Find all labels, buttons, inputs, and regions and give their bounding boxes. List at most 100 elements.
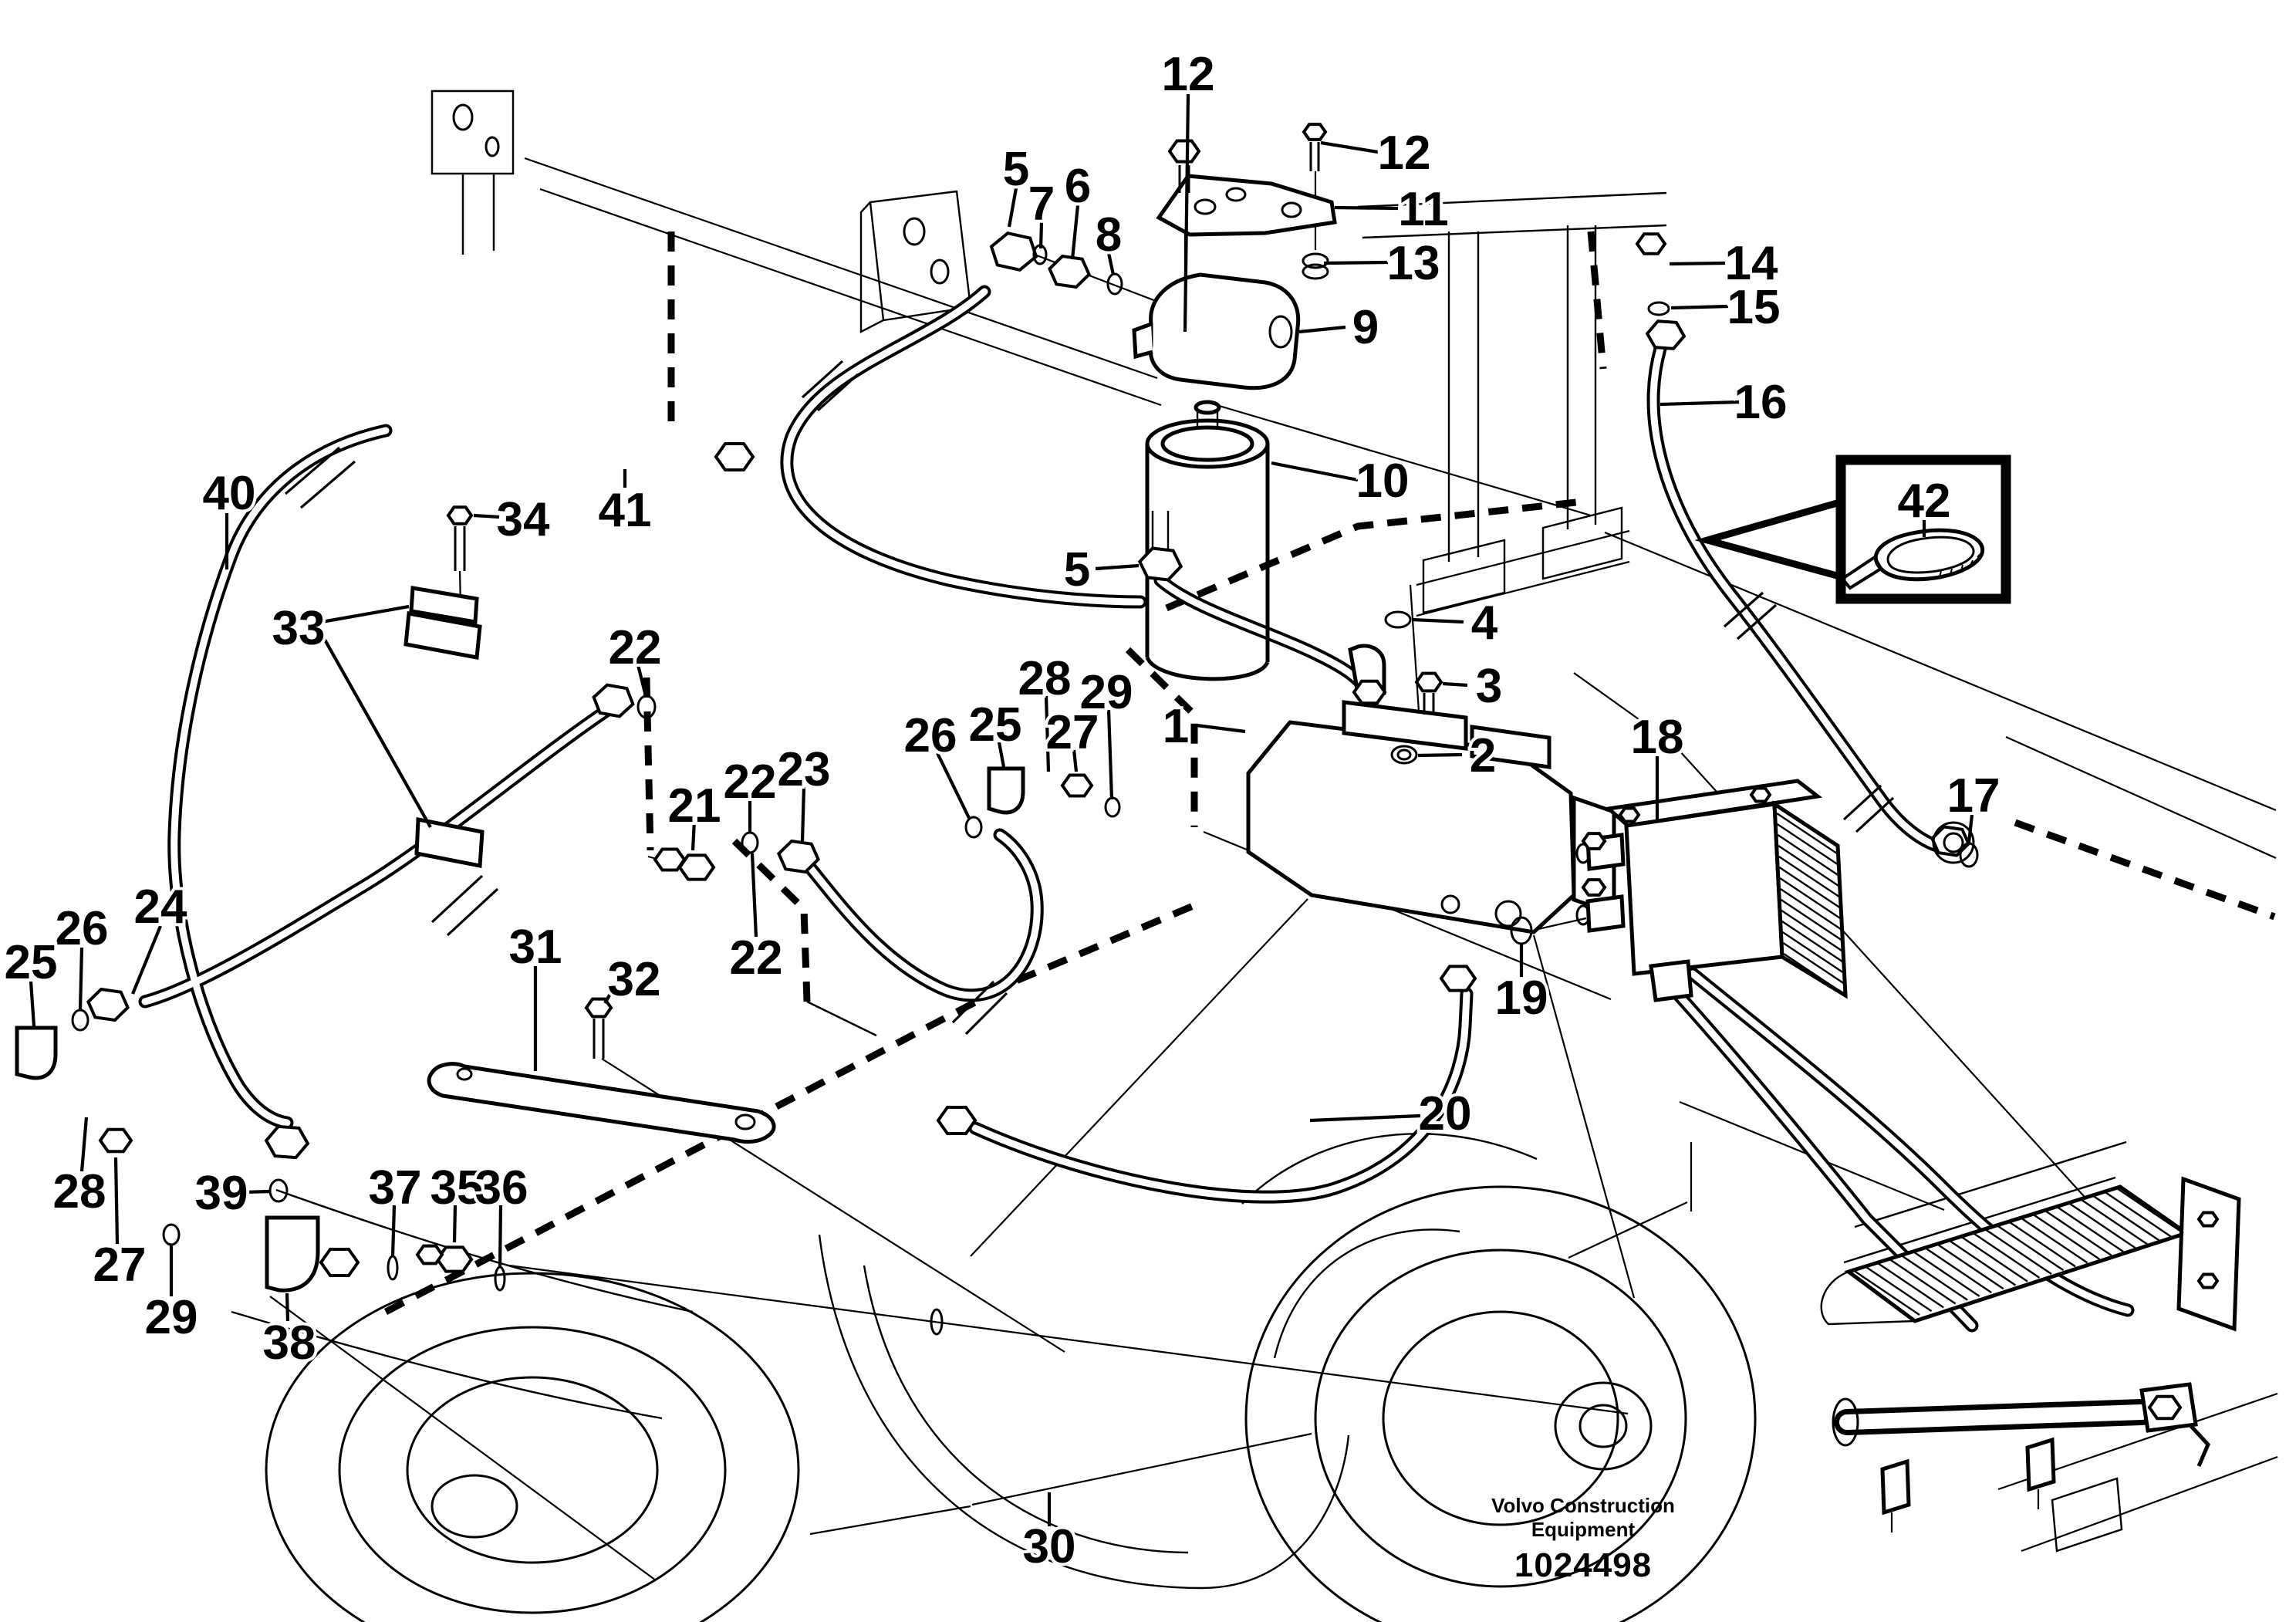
leader-12	[1183, 93, 1190, 333]
callout-27: 27	[1046, 706, 1099, 759]
callout-5: 5	[1064, 543, 1090, 596]
callout-12: 12	[1378, 127, 1431, 180]
leader-3	[1442, 681, 1468, 688]
leader-4	[1411, 617, 1464, 624]
callout-40: 40	[203, 467, 256, 520]
callout-14: 14	[1725, 237, 1778, 290]
callout-18: 18	[1631, 711, 1684, 764]
callout-4: 4	[1471, 596, 1498, 650]
callout-11: 11	[1398, 183, 1449, 236]
callout-5: 5	[1003, 143, 1029, 196]
callout-23: 23	[778, 743, 831, 796]
leader-33	[321, 604, 410, 624]
leader-5	[1095, 563, 1140, 571]
fittings	[71, 103, 2220, 1622]
callout-32: 32	[608, 953, 661, 1006]
callout-41: 41	[599, 484, 652, 537]
leader-25	[29, 981, 36, 1027]
callout-39: 39	[195, 1167, 248, 1220]
leader-13	[1323, 260, 1389, 265]
callout-7: 7	[1028, 177, 1055, 231]
leader-32	[603, 985, 616, 1005]
callout-29: 29	[1080, 666, 1133, 719]
brand-line2: Equipment	[1531, 1518, 1636, 1541]
leader-16	[1660, 400, 1740, 407]
leader-20	[1309, 1113, 1421, 1123]
callout-34: 34	[497, 493, 550, 546]
leader-29	[1106, 709, 1114, 800]
detail-box-pointer	[1694, 497, 1846, 582]
callout-6: 6	[1065, 160, 1091, 213]
callout-31: 31	[509, 921, 562, 974]
leader-14	[1669, 261, 1726, 266]
leader-28	[1044, 695, 1051, 772]
callout-21: 21	[668, 779, 721, 833]
leader-12	[1320, 140, 1379, 154]
leader-6	[1070, 204, 1080, 260]
machine-outline	[231, 90, 2127, 1590]
leader-34	[473, 513, 500, 519]
callout-16: 16	[1734, 376, 1788, 429]
callout-22: 22	[730, 931, 783, 985]
hoses-core	[141, 288, 2149, 1430]
callout-2: 2	[1470, 729, 1496, 782]
hose-routing-dashed	[383, 231, 2276, 1315]
callout-8: 8	[1096, 208, 1122, 262]
leader-17	[1967, 814, 1974, 843]
callout-22: 22	[609, 621, 662, 674]
callout-15: 15	[1727, 281, 1781, 334]
callout-24: 24	[134, 880, 187, 934]
brand-line1: Volvo Construction	[1491, 1494, 1675, 1517]
leader-39	[243, 1189, 271, 1195]
callout-19: 19	[1495, 972, 1548, 1025]
callout-37: 37	[369, 1161, 422, 1215]
callout-33: 33	[272, 602, 326, 655]
leader-5	[1007, 188, 1018, 228]
leader-21	[690, 819, 697, 851]
callout-25: 25	[5, 936, 58, 989]
callout-28: 28	[53, 1165, 106, 1218]
callout-38: 38	[263, 1316, 316, 1370]
leader-24	[131, 925, 162, 995]
leader-36	[498, 1205, 503, 1268]
leader-9	[1298, 325, 1346, 334]
callout-22: 22	[724, 755, 777, 809]
callout-26: 26	[56, 902, 109, 955]
leader-22	[636, 664, 648, 697]
callout-28: 28	[1018, 652, 1072, 705]
leader-1	[1196, 723, 1246, 734]
callout-9: 9	[1352, 301, 1379, 354]
callout-27: 27	[93, 1238, 147, 1292]
callout-10: 10	[1356, 454, 1410, 508]
hose-break-marks	[284, 360, 1895, 1036]
leader-37	[390, 1205, 397, 1257]
cable-tie-icon	[1840, 528, 1985, 590]
callout-1: 1	[1163, 700, 1189, 753]
callout-30: 30	[1023, 1520, 1076, 1573]
cooler-fins	[1776, 813, 2184, 1316]
footer: Volvo Construction Equipment 1024498	[1489, 1494, 1677, 1585]
callout-20: 20	[1419, 1087, 1472, 1140]
callout-leaders	[29, 93, 1974, 1526]
leader-15	[1670, 304, 1729, 310]
figure-number: 1024498	[1514, 1546, 1653, 1584]
leader-35	[452, 1205, 458, 1243]
leader-26	[936, 752, 971, 819]
callout-13: 13	[1387, 237, 1440, 290]
callout-3: 3	[1476, 660, 1502, 713]
leader-22	[750, 853, 758, 938]
callout-35: 35	[430, 1161, 484, 1215]
leader-8	[1106, 252, 1116, 275]
leader-26	[78, 947, 84, 1012]
callout-36: 36	[475, 1161, 528, 1215]
callout-26: 26	[904, 709, 957, 762]
callout-25: 25	[969, 698, 1022, 752]
leader-7	[1038, 221, 1044, 249]
leader-27	[1072, 749, 1079, 772]
callout-29: 29	[145, 1291, 198, 1344]
leader-33	[320, 633, 432, 829]
callout-17: 17	[1947, 769, 2001, 823]
